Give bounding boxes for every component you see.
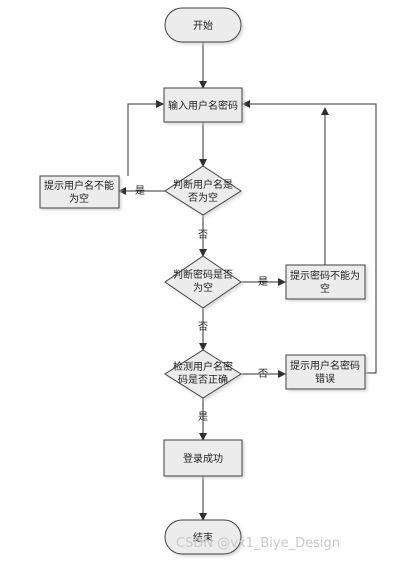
user-empty-box [39,175,120,209]
check-user-label-1: 判断用户名是 [173,178,233,191]
wrong-box [285,354,366,390]
edge-user-empty-loop [127,100,164,176]
no-label-pwd: 否 [198,321,208,333]
user-empty-label-1: 提示用户名不能 [44,179,114,192]
check-pwd-label-2: 为空 [193,281,213,294]
watermark: CSDN @vx1_Biye_Design [176,536,340,551]
no-label-user: 否 [198,229,208,241]
verify-label-2: 码是否正确 [178,373,228,386]
check-pwd-label-1: 判断密码是否 [173,268,233,281]
yes-label-user: 是 [135,185,145,197]
success-label: 登录成功 [183,452,223,465]
user-empty-label-2: 为空 [69,192,89,205]
check-user-diamond [164,165,242,216]
yes-label-pwd: 是 [258,276,268,288]
end-terminal [164,519,242,555]
check-pwd-diamond [164,255,242,309]
pwd-empty-label-2: 空 [320,282,330,295]
pwd-empty-label-1: 提示密码不能为 [290,269,360,282]
wrong-label-2: 错误 [315,372,335,385]
pwd-empty-box [285,264,366,300]
check-user-label-2: 否为空 [188,191,218,204]
wrong-label-1: 提示用户名密码 [290,359,360,372]
end-label: 结束 [193,531,213,544]
input-box [163,87,243,123]
verify-label-1: 检测用户名密 [173,360,233,373]
input-label: 输入用户名密码 [168,99,238,112]
edge-wrong-loop [242,100,377,374]
no-label-verify: 否 [258,368,268,380]
start-label: 开始 [193,19,213,32]
verify-diamond [164,349,242,399]
start-terminal [164,7,242,43]
success-box [163,439,243,477]
yes-label-verify: 是 [198,411,208,423]
